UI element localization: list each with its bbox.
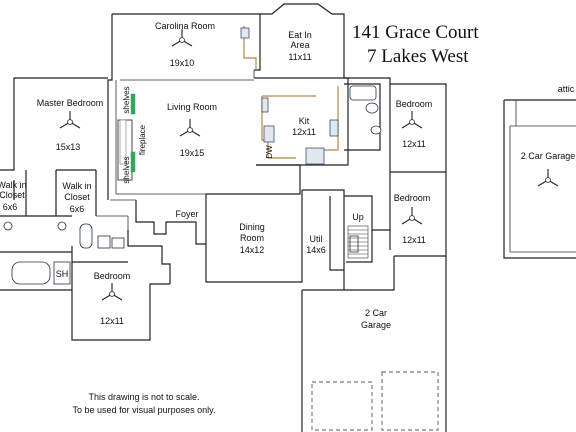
ceiling-fan-icon (59, 111, 81, 129)
disclaimer-line-2: To be used for visual purposes only. (73, 405, 216, 415)
kitchen-counters (240, 26, 339, 165)
room-name-garage-2: Garage (361, 320, 391, 330)
label-shelves-top: shelves (122, 86, 131, 113)
room-name-eat-in-1: Eat In (288, 30, 312, 40)
room-name-dining-1: Dining (239, 222, 265, 232)
room-name-master-bedroom: Master Bedroom (37, 98, 104, 108)
bath-fixtures (3, 85, 382, 285)
room-name-closet-1b: Closet (0, 190, 25, 200)
room-size-util: 14x6 (306, 245, 326, 255)
room-size-master-bedroom: 15x13 (56, 142, 81, 152)
interior-walls (96, 70, 255, 230)
label-attic: attic (558, 84, 575, 94)
address-title: 141 Grace Court (352, 22, 479, 43)
room-size-kitchen: 12x11 (292, 127, 316, 137)
room-name-util: Util (310, 234, 323, 244)
ceiling-fan-icon (101, 283, 123, 301)
ceiling-fan-icon (171, 29, 193, 47)
label-fireplace: fireplace (138, 124, 147, 155)
room-size-carolina: 19x10 (170, 58, 195, 68)
room-name-kitchen: Kit (299, 116, 310, 126)
room-size-living: 19x15 (180, 148, 205, 158)
garage-door-left (311, 381, 373, 431)
room-name-closet-2b: Closet (64, 192, 90, 202)
subdivision-title: 7 Lakes West (367, 46, 469, 67)
room-name-eat-in-2: Area (290, 40, 309, 50)
room-size-eat-in: 11x11 (288, 52, 311, 62)
ceiling-fan-icon (179, 119, 201, 137)
room-name-foyer: Foyer (175, 209, 198, 219)
room-name-carolina: Carolina Room (155, 21, 215, 31)
room-size-closet-1: 6x6 (3, 202, 18, 212)
bonus-room-walls (503, 99, 576, 259)
room-size-bedroom-b: 12x11 (402, 235, 426, 245)
fireplace-and-shelves (117, 93, 136, 181)
room-name-dining-2: Room (240, 233, 264, 243)
label-dw: DW (265, 145, 274, 159)
exterior-walls (0, 3, 447, 432)
room-name-garage-1: 2 Car (365, 308, 387, 318)
room-size-bedroom-a: 12x11 (402, 139, 426, 149)
label-up: Up (352, 212, 364, 222)
room-name-living: Living Room (167, 102, 217, 112)
label-shelves-bottom: shelves (122, 156, 131, 183)
room-name-bedroom-c: Bedroom (94, 271, 131, 281)
disclaimer-line-1: This drawing is not to scale. (88, 392, 199, 402)
ceiling-fan-icon (537, 169, 559, 187)
room-name-bedroom-b: Bedroom (394, 193, 431, 203)
room-size-dining: 14x12 (240, 245, 265, 255)
room-name-closet-2a: Walk in (62, 181, 91, 191)
stairs (347, 225, 369, 259)
label-sh: SH (56, 269, 69, 279)
ceiling-fan-icon (401, 207, 423, 225)
room-size-bedroom-c: 12x11 (100, 316, 124, 326)
room-name-closet-1a: Walk in (0, 180, 27, 190)
room-size-closet-2: 6x6 (70, 204, 85, 214)
garage-door-right (381, 371, 439, 431)
room-name-bedroom-a: Bedroom (396, 99, 433, 109)
ceiling-fan-icon (401, 111, 423, 129)
room-name-bonus: 2 Car Garage (521, 151, 576, 161)
